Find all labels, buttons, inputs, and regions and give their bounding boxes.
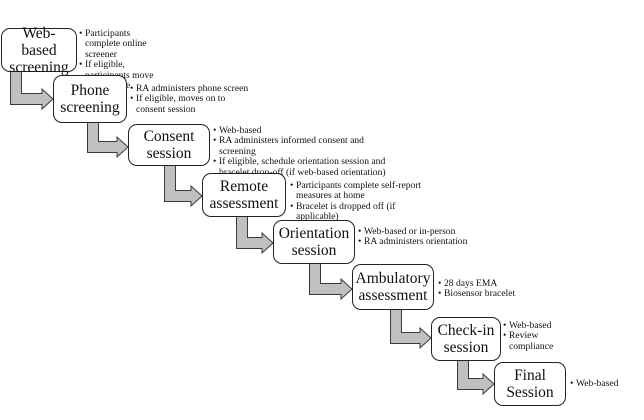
note-item: RA administers orientation bbox=[358, 236, 468, 248]
step-box-orientation-session: Orientation session bbox=[273, 220, 355, 264]
step-notes-ambulatory-assessment: 28 days EMA Biosensor bracelet bbox=[438, 278, 538, 300]
flow-arrow bbox=[164, 164, 203, 208]
note-item: Web-based bbox=[570, 378, 640, 390]
step-box-web-based-screening: Web-based screening bbox=[1, 25, 77, 76]
step-title: Check-in session bbox=[437, 322, 495, 356]
step-notes-check-in-session: Web-based Review compliance bbox=[503, 320, 561, 352]
note-item: Web-based bbox=[213, 125, 403, 137]
note-item: Participants complete self-report measur… bbox=[290, 180, 430, 202]
step-title: Consent session bbox=[143, 128, 195, 162]
step-title: Final Session bbox=[506, 367, 554, 401]
step-title: Web-based screening bbox=[9, 24, 69, 76]
flow-arrow bbox=[457, 359, 495, 396]
step-notes-consent-session: Web-based RA administers informed consen… bbox=[213, 125, 403, 178]
note-item: 28 days EMA bbox=[438, 278, 538, 290]
step-box-phone-screening: Phone screening bbox=[53, 75, 127, 123]
note-item: Web-based bbox=[503, 320, 561, 332]
note-item: If eligible, moves on to consent session bbox=[130, 94, 250, 115]
flow-arrow bbox=[10, 70, 54, 111]
step-title: Orientation session bbox=[278, 225, 350, 259]
step-notes-orientation-session: Web-based or in-person RA administers or… bbox=[358, 226, 468, 248]
step-title: Phone screening bbox=[60, 82, 120, 116]
flow-arrow bbox=[390, 308, 432, 350]
step-notes-final-session: Web-based bbox=[570, 378, 640, 390]
step-notes-remote-assessment: Participants complete self-report measur… bbox=[290, 180, 430, 223]
flow-arrow bbox=[87, 121, 129, 159]
note-item: Biosensor bracelet bbox=[438, 288, 538, 300]
step-box-ambulatory-assessment: Ambulatory assessment bbox=[352, 264, 434, 310]
note-item: RA administers informed consent and scre… bbox=[213, 136, 403, 157]
step-box-final-session: Final Session bbox=[494, 362, 566, 406]
flow-arrow bbox=[236, 215, 274, 255]
note-item: Review compliance bbox=[503, 331, 561, 352]
step-box-check-in-session: Check-in session bbox=[431, 317, 501, 361]
step-title: Ambulatory assessment bbox=[355, 270, 431, 304]
step-title: Remote assessment bbox=[209, 178, 279, 212]
note-item: If eligible, schedule orientation sessio… bbox=[213, 157, 403, 178]
step-box-consent-session: Consent session bbox=[128, 124, 210, 166]
note-item: Web-based or in-person bbox=[358, 226, 468, 238]
note-item: Participants complete online screener bbox=[79, 28, 157, 60]
flow-arrow bbox=[309, 262, 353, 301]
step-notes-phone-screening: RA administers phone screen If eligible,… bbox=[130, 83, 250, 115]
step-box-remote-assessment: Remote assessment bbox=[202, 173, 286, 217]
note-item: RA administers phone screen bbox=[130, 83, 250, 95]
note-item: Bracelet is dropped off (if applicable) bbox=[290, 201, 430, 223]
